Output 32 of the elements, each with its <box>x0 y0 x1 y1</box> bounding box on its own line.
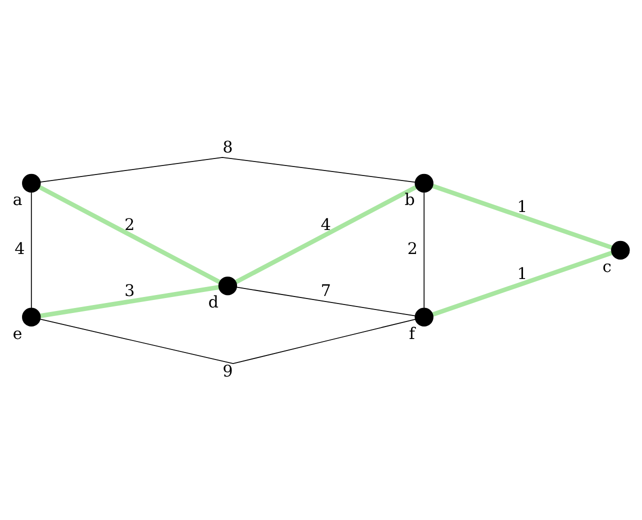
connector <box>40 284 220 318</box>
node-circle <box>414 173 434 192</box>
node-label: d <box>208 292 219 312</box>
node-circle <box>22 173 41 192</box>
connector <box>236 286 416 316</box>
node-label: b <box>404 190 415 209</box>
node-label: f <box>409 323 416 342</box>
connector <box>432 183 612 250</box>
node-circle <box>611 240 630 260</box>
node-label: e <box>12 323 22 342</box>
edge-label: 2 <box>124 214 135 234</box>
connector <box>432 250 612 316</box>
connector <box>30 192 32 308</box>
edge-label: 1 <box>517 196 528 216</box>
edge-label: 7 <box>320 280 332 300</box>
edge-label: 4 <box>320 214 332 234</box>
edge-label: 9 <box>222 360 233 380</box>
node-circle <box>414 307 434 326</box>
node-circle <box>218 276 238 295</box>
node-label: a <box>12 190 22 209</box>
connector <box>38 184 220 284</box>
edge-label: 8 <box>222 136 233 156</box>
node-label: c <box>602 256 612 276</box>
edge-label: 1 <box>517 264 528 283</box>
edge-label: 3 <box>124 280 135 300</box>
connector <box>424 192 425 308</box>
node-circle <box>22 307 41 326</box>
connector <box>40 156 416 182</box>
connector <box>40 318 416 364</box>
connector <box>234 184 417 284</box>
edge-label: 2 <box>407 238 418 258</box>
edge-label: 4 <box>14 238 25 258</box>
